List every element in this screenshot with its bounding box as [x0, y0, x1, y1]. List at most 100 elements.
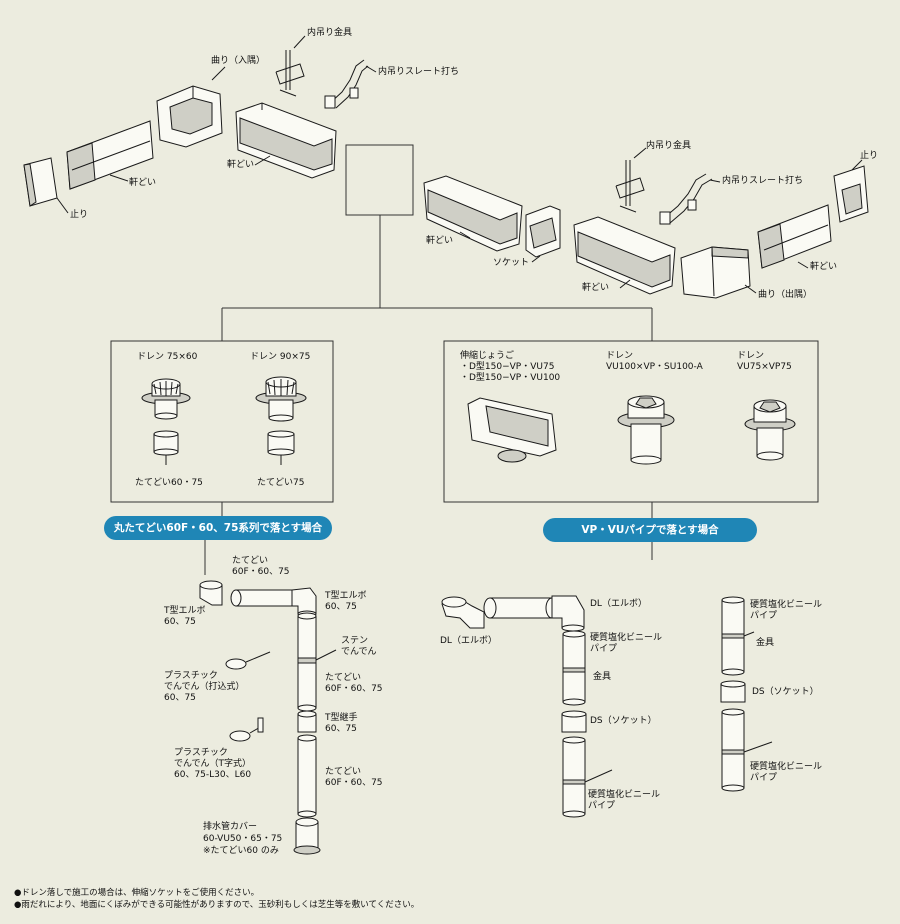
label-right-kanagu: 内吊り金具 — [646, 141, 692, 151]
label-cover-3: ※たてどい60 のみ — [203, 846, 279, 856]
left-uchizuri-slate — [324, 59, 377, 109]
label-ds-2: DS（ソケット） — [752, 687, 819, 697]
label-pvc-4a: 硬質塩化ビニール — [750, 762, 823, 772]
label-t-tsugite-2: 60、75 — [325, 724, 357, 734]
label-tatedoi-low-2: 60F・60、75 — [325, 778, 383, 788]
left-cover — [293, 817, 321, 855]
right-tome-stop — [833, 159, 869, 223]
label-t-tsugite-1: T型継手 — [325, 713, 358, 723]
left-tome-stop — [23, 157, 69, 214]
label-left-slate: 内吊りスレート打ち — [378, 67, 460, 77]
label-right-magari: 曲り（出隅） — [758, 290, 813, 300]
connector-lines — [110, 144, 819, 575]
label-left-nokidoi-1: 軒どい — [129, 178, 157, 188]
label-drain-d-1: ドレン — [737, 351, 765, 361]
label-uchikomi-2: でんでん（打込式） — [164, 682, 245, 692]
label-uchikomi-1: プラスチック — [164, 671, 218, 681]
label-sten-1: ステン — [341, 636, 369, 646]
right-uchizuri-slate — [659, 173, 721, 225]
right-uchizuri-kanagu — [615, 147, 647, 213]
label-uchikomi-3: 60、75 — [164, 693, 196, 703]
label-dl-elbow-right: DL（エルボ） — [590, 599, 647, 609]
label-drain-d-2: VU75×VP75 — [737, 362, 792, 372]
left-nokidoi-2 — [235, 102, 337, 179]
label-t-elbow-left-1: T型エルボ — [164, 606, 206, 616]
left-plastic-denden-tji — [229, 717, 264, 742]
center-blank-box — [345, 144, 414, 216]
dl-elbow-right — [551, 595, 585, 632]
left-drain-box — [110, 340, 334, 503]
pill-vp-vu-pipe: VP・VUパイプで落とす場合 — [543, 518, 757, 542]
label-drain-c-1: ドレン — [606, 351, 634, 361]
label-tatedoi-mid-1: たてどい — [325, 673, 362, 683]
right-magari-desumi — [680, 246, 757, 299]
label-pvc-1a: 硬質塩化ビニール — [590, 633, 663, 643]
pill-round-downpipe: 丸たてどい60F・60、75系列で落とす場合 — [104, 516, 332, 540]
label-expansion-3: ・D型150−VP・VU100 — [460, 373, 561, 383]
footnote-1: ●ドレン落しで施工の場合は、伸縮ソケットをご使用ください。 — [14, 888, 260, 898]
label-tji-1: プラスチック — [174, 748, 228, 758]
right-nokidoi-3 — [757, 204, 832, 269]
left-tatedoi-low — [297, 734, 317, 818]
pvc-pipe-2 — [562, 736, 613, 818]
label-t-elbow-right-1: T型エルボ — [325, 591, 367, 601]
left-t-tsugite — [297, 710, 317, 733]
label-drain-90x75: ドレン 90×75 — [250, 352, 311, 362]
drain-vu100 — [617, 395, 675, 465]
right-drain-box — [443, 340, 819, 503]
label-kanagu-1: 金具 — [593, 672, 612, 682]
expansion-joint — [467, 397, 557, 463]
label-kanagu-2: 金具 — [756, 638, 775, 648]
footnotes: ●ドレン落しで施工の場合は、伸縮ソケットをご使用ください。 ●雨だれにより、地面… — [14, 887, 419, 911]
footnote-2: ●雨だれにより、地面にくぼみができる可能性がありますので、玉砂利もしくは芝生等を… — [14, 900, 420, 910]
right-nokidoi-2 — [573, 216, 676, 295]
label-left-magari: 曲り（入隅） — [211, 56, 266, 66]
label-tji-2: でんでん（T字式） — [174, 759, 252, 769]
left-nokidoi-1 — [66, 120, 154, 190]
left-magari-irisumi — [156, 66, 226, 148]
label-tji-3: 60、75-L30、L60 — [174, 770, 252, 780]
pvc-pipe-1 — [562, 630, 586, 706]
label-t-elbow-right-2: 60、75 — [325, 602, 357, 612]
drain-75x60 — [141, 378, 191, 465]
label-t-elbow-left-2: 60、75 — [164, 617, 196, 627]
ds-socket-2 — [720, 680, 746, 703]
label-dl-elbow-left: DL（エルボ） — [440, 636, 497, 646]
label-sten-2: でんでん — [341, 647, 377, 657]
label-right-nokidoi-3: 軒どい — [810, 262, 838, 272]
pvc-pipe-3 — [721, 596, 755, 676]
dl-elbow-left — [441, 596, 485, 629]
label-pvc-3a: 硬質塩化ビニール — [750, 600, 823, 610]
right-socket — [525, 205, 561, 263]
label-expansion-1: 伸縮じょうご — [460, 351, 515, 361]
label-tatedoi-low-1: たてどい — [325, 767, 362, 777]
label-left-tome: 止り — [70, 210, 89, 220]
drain-90x75 — [255, 376, 307, 465]
label-right-nokidoi-2: 軒どい — [582, 283, 610, 293]
pvc-horizontal-pipe — [483, 597, 559, 619]
right-nokidoi-1 — [423, 175, 523, 252]
label-pvc-4b: パイプ — [750, 773, 778, 783]
left-t-elbow-top — [199, 580, 223, 606]
label-right-socket: ソケット — [493, 258, 530, 268]
label-pvc-2a: 硬質塩化ビニール — [588, 790, 661, 800]
left-tatedoi-mid — [297, 612, 337, 712]
label-drain-b-pipe: たてどい75 — [257, 478, 305, 488]
label-tatedoi-mid-2: 60F・60、75 — [325, 684, 383, 694]
drain-vu75 — [744, 399, 796, 461]
label-tatedoi-top-2: 60F・60、75 — [232, 567, 290, 577]
label-cover-1: 排水管カバー — [203, 822, 258, 832]
label-drain-75x60: ドレン 75×60 — [137, 352, 198, 362]
label-pvc-1b: パイプ — [590, 644, 618, 654]
label-expansion-2: ・D型150−VP・VU75 — [460, 362, 555, 372]
label-pvc-3b: パイプ — [750, 611, 778, 621]
label-pvc-2b: パイプ — [588, 801, 616, 811]
label-drain-a-pipe: たてどい60・75 — [135, 478, 203, 488]
label-right-tome: 止り — [860, 151, 879, 161]
pvc-pipe-4 — [721, 708, 773, 792]
label-tatedoi-top-1: たてどい — [232, 556, 269, 566]
left-plastic-denden-uchikomi — [225, 651, 271, 670]
label-ds-1: DS（ソケット） — [590, 716, 657, 726]
ds-socket-1 — [561, 710, 587, 733]
label-left-kanagu: 内吊り金具 — [307, 28, 353, 38]
